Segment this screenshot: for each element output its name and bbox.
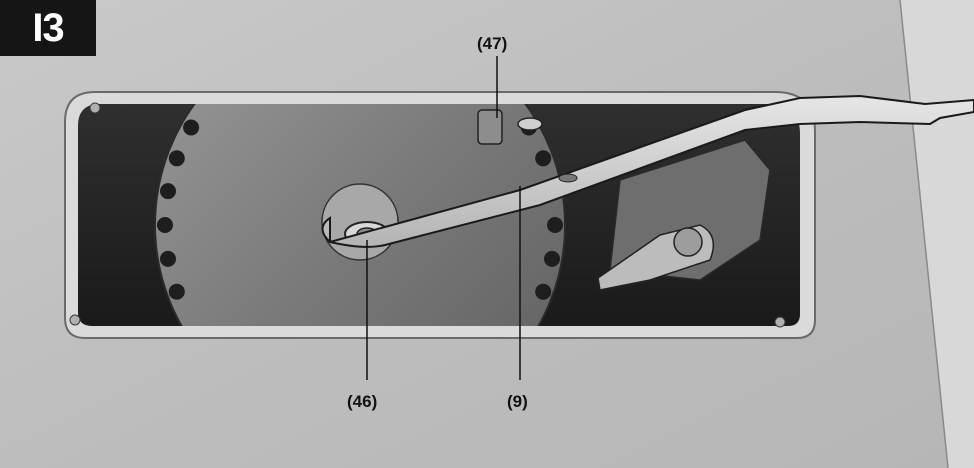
blade-gullet	[535, 150, 552, 167]
blade-gullet	[157, 217, 173, 233]
screw	[89, 102, 101, 114]
blade-gullet	[168, 150, 185, 167]
screw	[774, 316, 786, 328]
ring-spanner	[321, 94, 974, 248]
callout-47: (47)	[477, 34, 508, 53]
blade-gullet	[160, 183, 176, 200]
spindle-lock	[477, 109, 503, 145]
blade-gullet	[160, 250, 176, 267]
blade-gullet	[544, 250, 560, 267]
screw	[69, 314, 81, 326]
callout-46: (46)	[347, 392, 378, 411]
callout-9: (9)	[507, 392, 528, 411]
blade-gullet	[183, 119, 200, 136]
blade-gullet	[547, 217, 563, 233]
blade-gullet	[168, 283, 185, 300]
blade-gullet	[535, 283, 552, 300]
figure-number-badge: I3	[0, 0, 96, 56]
